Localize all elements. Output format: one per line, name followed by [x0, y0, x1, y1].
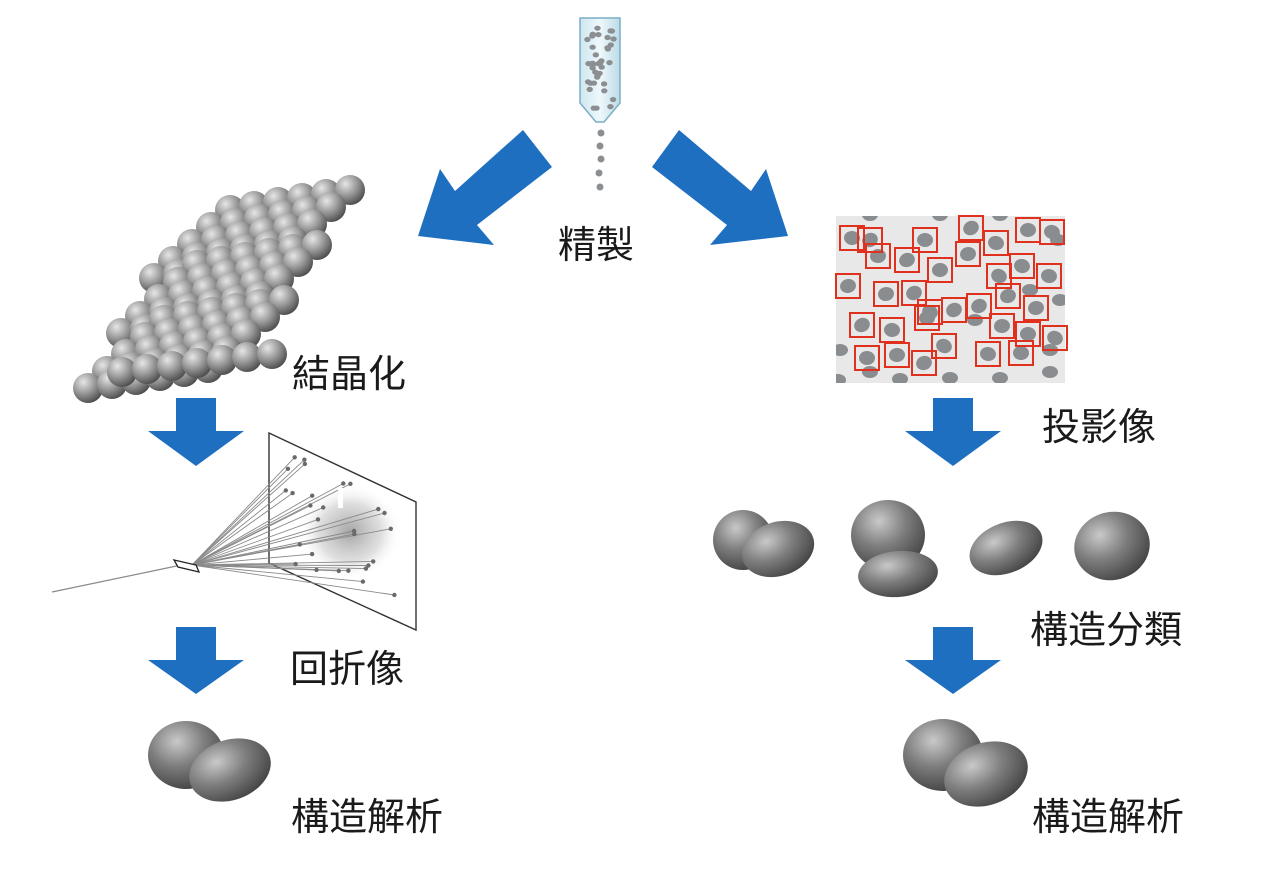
label-crystallization: 結晶化 — [292, 352, 407, 396]
arrow-down-diffraction — [148, 627, 244, 694]
diffraction-setup-illustration — [51, 431, 417, 632]
protein-class-1 — [713, 510, 815, 578]
label-diffraction-image: 回折像 — [290, 647, 405, 691]
arrow-down-projection — [905, 398, 1001, 466]
protein-model-left — [148, 721, 271, 802]
pipette-icon — [579, 17, 621, 191]
label-projection-image: 投影像 — [1042, 405, 1157, 449]
protein-model-right — [903, 719, 1028, 807]
label-structure-analysis-right: 構造解析 — [1032, 795, 1185, 839]
cryo-em-micrograph — [835, 215, 1068, 383]
arrow-down-crystallization — [148, 398, 244, 466]
protein-class-2 — [851, 500, 938, 598]
label-purification: 精製 — [558, 223, 635, 267]
label-structure-classification: 構造分類 — [1030, 608, 1183, 652]
arrow-right-diagonal — [652, 130, 788, 245]
crystal-lattice-illustration — [73, 175, 365, 403]
arrow-down-classification — [905, 627, 1001, 694]
label-structure-analysis-left: 構造解析 — [291, 795, 444, 839]
arrow-left-diagonal — [418, 130, 552, 245]
protein-class-3 — [969, 520, 1043, 576]
protein-class-4 — [1074, 511, 1150, 581]
